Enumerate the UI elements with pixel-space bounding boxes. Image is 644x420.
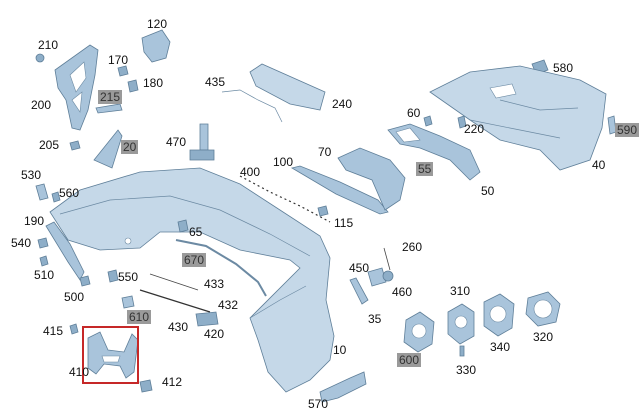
part-470-sensor[interactable]	[189, 123, 215, 161]
part-180-clip[interactable]	[127, 79, 139, 93]
callout-200[interactable]: 200	[31, 98, 52, 112]
callout-100[interactable]: 100	[273, 155, 294, 169]
part-65-clip[interactable]	[177, 219, 189, 233]
part-40-diffuser[interactable]	[429, 65, 607, 171]
callout-600[interactable]: 600	[397, 353, 422, 367]
callout-435[interactable]: 435	[205, 75, 226, 89]
highlight-box	[82, 326, 139, 384]
callout-260[interactable]: 260	[402, 240, 423, 254]
part-550-clip[interactable]	[107, 269, 119, 283]
part-560-clip[interactable]	[51, 191, 61, 203]
callout-460[interactable]: 460	[392, 285, 413, 299]
callout-410[interactable]: 410	[69, 365, 90, 379]
callout-120[interactable]: 120	[147, 17, 168, 31]
part-320-housing[interactable]	[525, 291, 561, 327]
part-670-strip[interactable]	[175, 239, 267, 297]
callout-590[interactable]: 590	[615, 123, 640, 137]
callout-10[interactable]: 10	[333, 343, 347, 357]
part-120-bracket[interactable]	[141, 29, 171, 63]
part-530-clip[interactable]	[35, 183, 49, 201]
callout-412[interactable]: 412	[162, 375, 183, 389]
callout-415[interactable]: 415	[43, 324, 64, 338]
part-610-clip[interactable]	[121, 295, 135, 309]
callout-420[interactable]: 420	[204, 327, 225, 341]
callout-530[interactable]: 530	[21, 168, 42, 182]
part-10-bumper-cover[interactable]	[49, 167, 335, 393]
callout-60[interactable]: 60	[407, 106, 421, 120]
part-410-bracket[interactable]	[87, 331, 139, 379]
callout-205[interactable]: 205	[39, 138, 60, 152]
callout-400[interactable]: 400	[240, 165, 261, 179]
callout-432[interactable]: 432	[218, 298, 239, 312]
callout-560[interactable]: 560	[59, 186, 80, 200]
part-570-trim[interactable]	[319, 371, 367, 403]
callout-215[interactable]: 215	[98, 90, 123, 104]
part-340-housing[interactable]	[483, 293, 515, 337]
part-210-bracket[interactable]	[35, 44, 99, 131]
callout-55[interactable]: 55	[416, 162, 434, 176]
part-115-clip[interactable]	[317, 205, 329, 217]
callout-510[interactable]: 510	[34, 268, 55, 282]
callout-220[interactable]: 220	[464, 122, 485, 136]
callout-670[interactable]: 670	[182, 253, 207, 267]
callout-170[interactable]: 170	[108, 53, 129, 67]
callout-340[interactable]: 340	[490, 340, 511, 354]
part-190-bracket[interactable]	[45, 221, 85, 281]
part-205-clip[interactable]	[69, 140, 81, 151]
part-420-sensor[interactable]	[195, 311, 219, 327]
callout-450[interactable]: 450	[349, 261, 370, 275]
part-510-clip[interactable]	[39, 255, 49, 267]
callout-210[interactable]: 210	[38, 38, 59, 52]
part-433-wire[interactable]	[149, 273, 199, 291]
part-450-socket[interactable]	[367, 267, 387, 287]
callout-540[interactable]: 540	[11, 236, 32, 250]
callout-190[interactable]: 190	[24, 214, 45, 228]
callout-310[interactable]: 310	[450, 284, 471, 298]
part-600-housing[interactable]	[403, 311, 435, 353]
callout-35[interactable]: 35	[368, 312, 382, 326]
callout-470[interactable]: 470	[166, 135, 187, 149]
part-310-housing[interactable]	[447, 303, 475, 345]
callout-580[interactable]: 580	[553, 61, 574, 75]
callout-550[interactable]: 550	[118, 270, 139, 284]
part-240-panel[interactable]	[249, 63, 326, 111]
callout-65[interactable]: 65	[189, 225, 203, 239]
part-540-clip[interactable]	[37, 237, 49, 249]
part-435-bracket[interactable]	[221, 89, 283, 123]
part-400-wiring[interactable]	[239, 175, 331, 223]
callout-500[interactable]: 500	[64, 290, 85, 304]
part-432-harness[interactable]	[139, 289, 211, 313]
callout-40[interactable]: 40	[592, 158, 606, 172]
part-60-clip[interactable]	[423, 115, 433, 127]
callout-610[interactable]: 610	[127, 310, 152, 324]
part-35-strip[interactable]	[349, 277, 369, 305]
callout-115[interactable]: 115	[334, 216, 354, 230]
callout-70[interactable]: 70	[318, 145, 332, 159]
part-412-clip[interactable]	[139, 379, 153, 393]
callout-240[interactable]: 240	[332, 97, 353, 111]
callout-430[interactable]: 430	[168, 320, 189, 334]
part-220-clip[interactable]	[457, 115, 467, 129]
part-415-clip[interactable]	[69, 323, 79, 335]
part-215-insert[interactable]	[95, 103, 123, 114]
part-500-clip[interactable]	[79, 275, 91, 287]
part-330-screw[interactable]	[459, 345, 465, 357]
callout-330[interactable]: 330	[456, 363, 477, 377]
callout-50[interactable]: 50	[481, 184, 495, 198]
part-70-carrier[interactable]	[337, 147, 406, 211]
callout-433[interactable]: 433	[204, 277, 225, 291]
callout-320[interactable]: 320	[533, 330, 554, 344]
part-170-clip[interactable]	[117, 65, 129, 77]
part-460-grommet[interactable]	[382, 270, 394, 282]
callout-180[interactable]: 180	[143, 76, 164, 90]
callout-20[interactable]: 20	[121, 140, 139, 154]
callout-570[interactable]: 570	[308, 397, 329, 411]
part-260-wire[interactable]	[383, 247, 391, 271]
part-50-trim-frame[interactable]	[387, 123, 481, 181]
part-20-trim[interactable]	[93, 129, 123, 169]
